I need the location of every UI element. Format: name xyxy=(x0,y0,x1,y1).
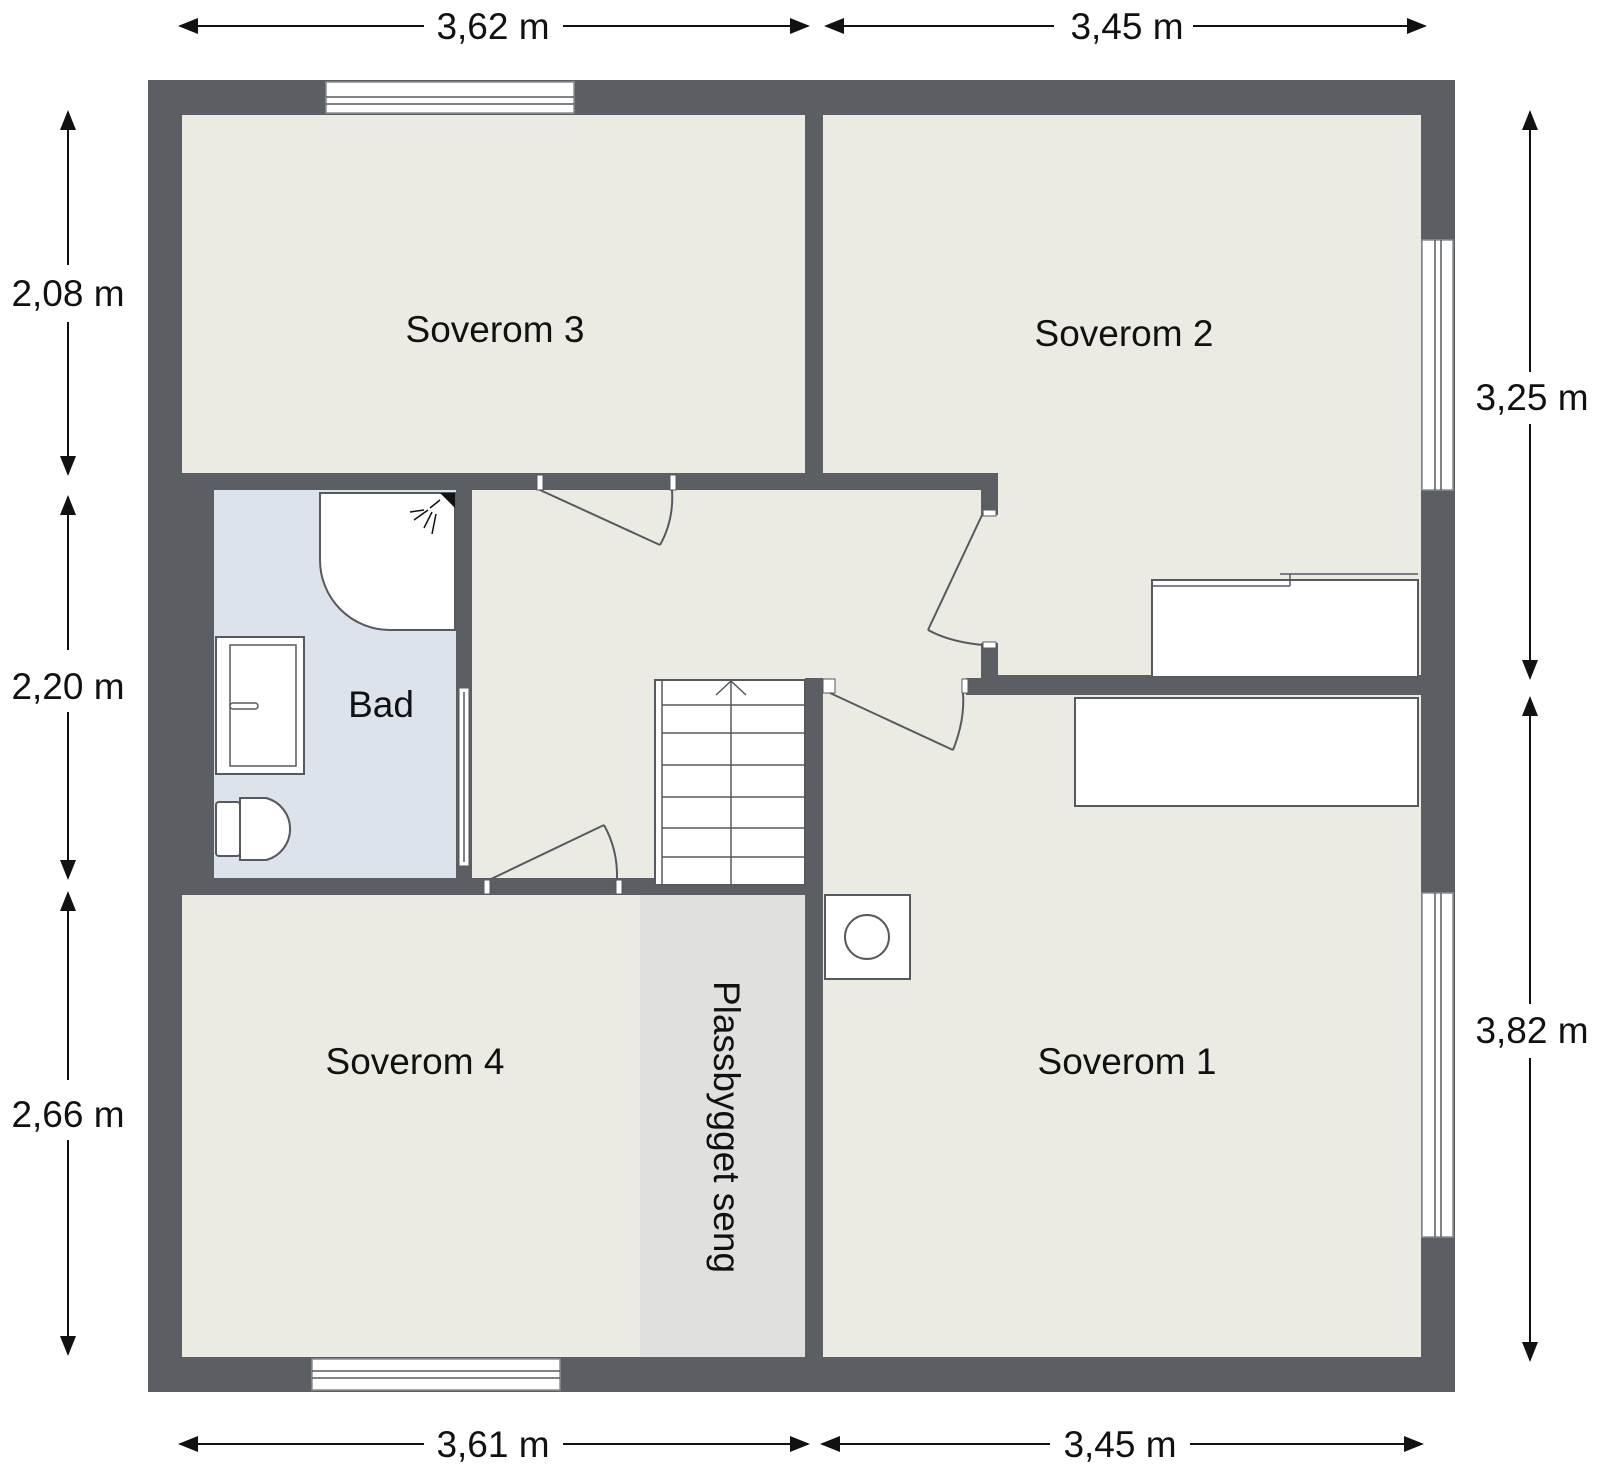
room-label: Plassbygget seng xyxy=(706,981,747,1273)
dimension-label: 3,82 m xyxy=(1475,1010,1588,1051)
dimension-label: 3,62 m xyxy=(436,6,549,47)
dimension-label: 3,45 m xyxy=(1063,1424,1176,1465)
room-label: Soverom 3 xyxy=(406,309,585,350)
dimension-label: 3,25 m xyxy=(1475,377,1588,418)
door-swing-icon xyxy=(927,509,997,649)
wall xyxy=(182,878,487,895)
wall xyxy=(966,678,1421,695)
door-swing-icon xyxy=(483,824,623,895)
wall xyxy=(456,490,472,688)
room-label: Soverom 1 xyxy=(1038,1041,1217,1082)
room-label: Soverom 2 xyxy=(1035,313,1214,354)
window-icon xyxy=(1421,239,1454,491)
door-swing-icon xyxy=(536,474,677,546)
wall xyxy=(805,80,823,475)
room-soverom-3 xyxy=(182,115,805,473)
room-label: Bad xyxy=(348,684,414,725)
shower-icon xyxy=(319,492,456,631)
stairs-icon xyxy=(654,679,806,886)
window-icon xyxy=(311,1358,561,1391)
wardrobe xyxy=(1074,697,1419,807)
dimension-label: 3,45 m xyxy=(1070,6,1183,47)
toilet-icon xyxy=(215,797,292,861)
door-swing-icon xyxy=(822,678,969,751)
wall xyxy=(182,490,214,878)
window-icon xyxy=(325,81,575,114)
wall xyxy=(981,643,998,678)
dimension-label: 2,66 m xyxy=(11,1094,124,1135)
dimension-label: 2,20 m xyxy=(11,666,124,707)
wall xyxy=(182,473,539,490)
dimension-label: 3,61 m xyxy=(436,1424,549,1465)
chimney-icon xyxy=(824,894,911,980)
room-label: Soverom 4 xyxy=(326,1041,505,1082)
wall xyxy=(674,473,998,490)
built-in-bed xyxy=(640,895,805,1357)
wall xyxy=(981,473,998,515)
wardrobe xyxy=(1151,573,1419,678)
sink-icon xyxy=(215,636,305,775)
sliding-door xyxy=(458,687,470,867)
dimension-label: 2,08 m xyxy=(11,273,124,314)
wall xyxy=(805,678,823,1392)
window-icon xyxy=(1421,892,1454,1238)
